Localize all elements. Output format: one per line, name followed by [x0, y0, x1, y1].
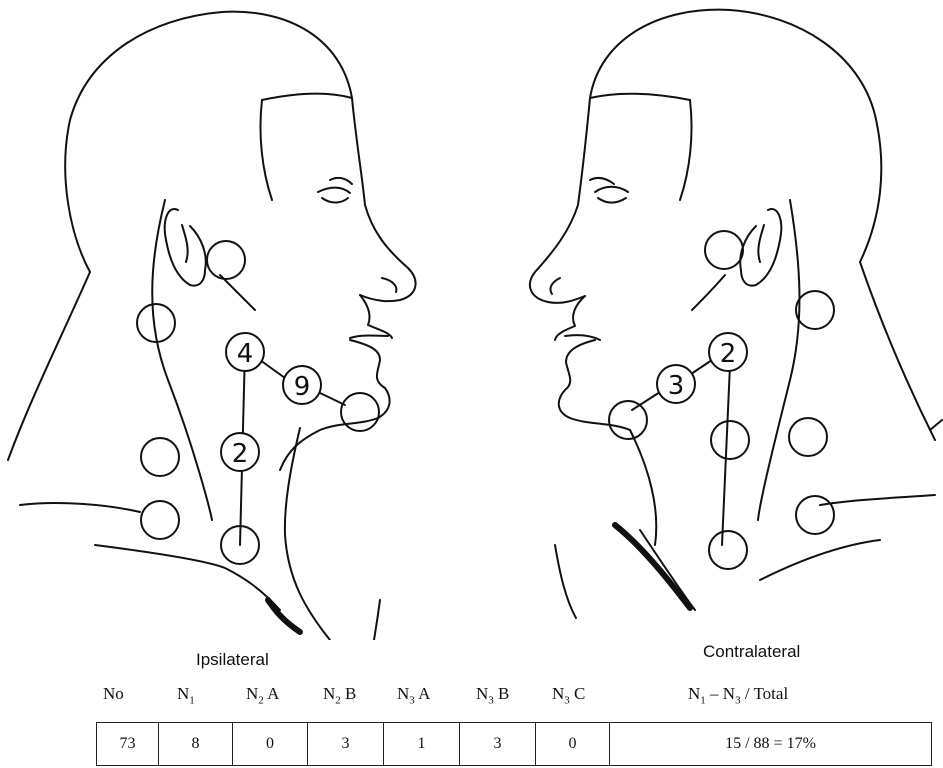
- cell-total: 15 / 88 = 17%: [610, 723, 931, 765]
- header-total: N1 – N3 / Total: [688, 684, 788, 706]
- left-node-9-label: 9: [294, 372, 311, 402]
- left-node-2: 2: [221, 433, 259, 471]
- right-node-3-label: 3: [668, 371, 685, 401]
- cell-n3b: 3: [460, 723, 536, 765]
- ipsilateral-label: Ipsilateral: [196, 650, 269, 670]
- right-node-2-label: 2: [720, 339, 737, 369]
- right-empty-nodes: [609, 231, 834, 569]
- left-node-4-label: 4: [237, 339, 254, 369]
- node-count-table: 73 8 0 3 1 3 0 15 / 88 = 17%: [96, 722, 932, 766]
- right-head-outline: [530, 10, 942, 618]
- header-n3c: N3 C: [552, 684, 585, 706]
- right-shoulder-heavy: [615, 525, 690, 608]
- header-n3a: N3 A: [397, 684, 430, 706]
- right-node-3: 3: [657, 365, 695, 403]
- left-node-9: 9: [283, 366, 321, 404]
- header-no: No: [103, 684, 124, 704]
- cell-n2a: 0: [233, 723, 308, 765]
- right-node-2: 2: [709, 333, 747, 371]
- cell-n1: 8: [159, 723, 233, 765]
- cell-n3a: 1: [384, 723, 460, 765]
- left-node-4: 4: [226, 333, 264, 371]
- lymph-node-diagram: 4 9 2 2 3: [0, 0, 943, 640]
- left-shoulder-heavy: [268, 600, 300, 632]
- header-n2a: N2 A: [246, 684, 279, 706]
- left-node-2-label: 2: [232, 439, 249, 469]
- header-n2b: N2 B: [323, 684, 356, 706]
- header-n1: N1: [177, 684, 195, 706]
- header-n3b: N3 B: [476, 684, 509, 706]
- contralateral-label: Contralateral: [703, 642, 800, 662]
- cell-n2b: 3: [308, 723, 384, 765]
- cell-n3c: 0: [536, 723, 610, 765]
- left-head-outline: [8, 12, 416, 640]
- cell-no: 73: [97, 723, 159, 765]
- left-empty-nodes: [137, 241, 379, 564]
